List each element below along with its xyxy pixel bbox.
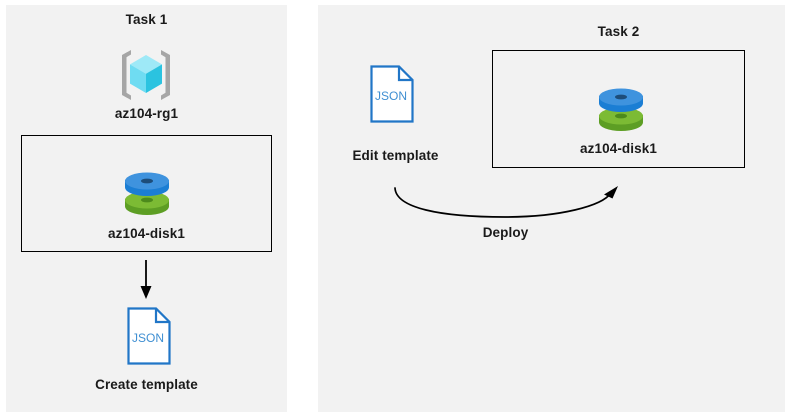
task-2-resource-boundary	[492, 50, 745, 168]
arrow-down-icon	[128, 258, 164, 302]
task-2-disk-label: az104-disk1	[580, 141, 657, 156]
svg-text:JSON: JSON	[375, 89, 407, 103]
json-document-icon: JSON	[126, 306, 172, 366]
create-template-label: Create template	[95, 377, 198, 392]
managed-disk-icon	[117, 167, 177, 219]
json-document-icon: JSON	[369, 64, 415, 124]
deploy-label: Deploy	[482, 225, 529, 240]
task-1-resource-boundary	[21, 135, 272, 252]
arrow-curved-deploy-icon	[380, 180, 630, 230]
svg-text:JSON: JSON	[132, 331, 164, 345]
azure-resource-group-icon	[115, 46, 177, 104]
task-2-title: Task 2	[597, 24, 640, 39]
task-1-disk-label: az104-disk1	[108, 226, 185, 241]
resource-group-label: az104-rg1	[114, 106, 179, 121]
edit-template-label: Edit template	[352, 148, 439, 163]
task-1-title: Task 1	[125, 12, 168, 27]
managed-disk-icon	[591, 83, 651, 135]
